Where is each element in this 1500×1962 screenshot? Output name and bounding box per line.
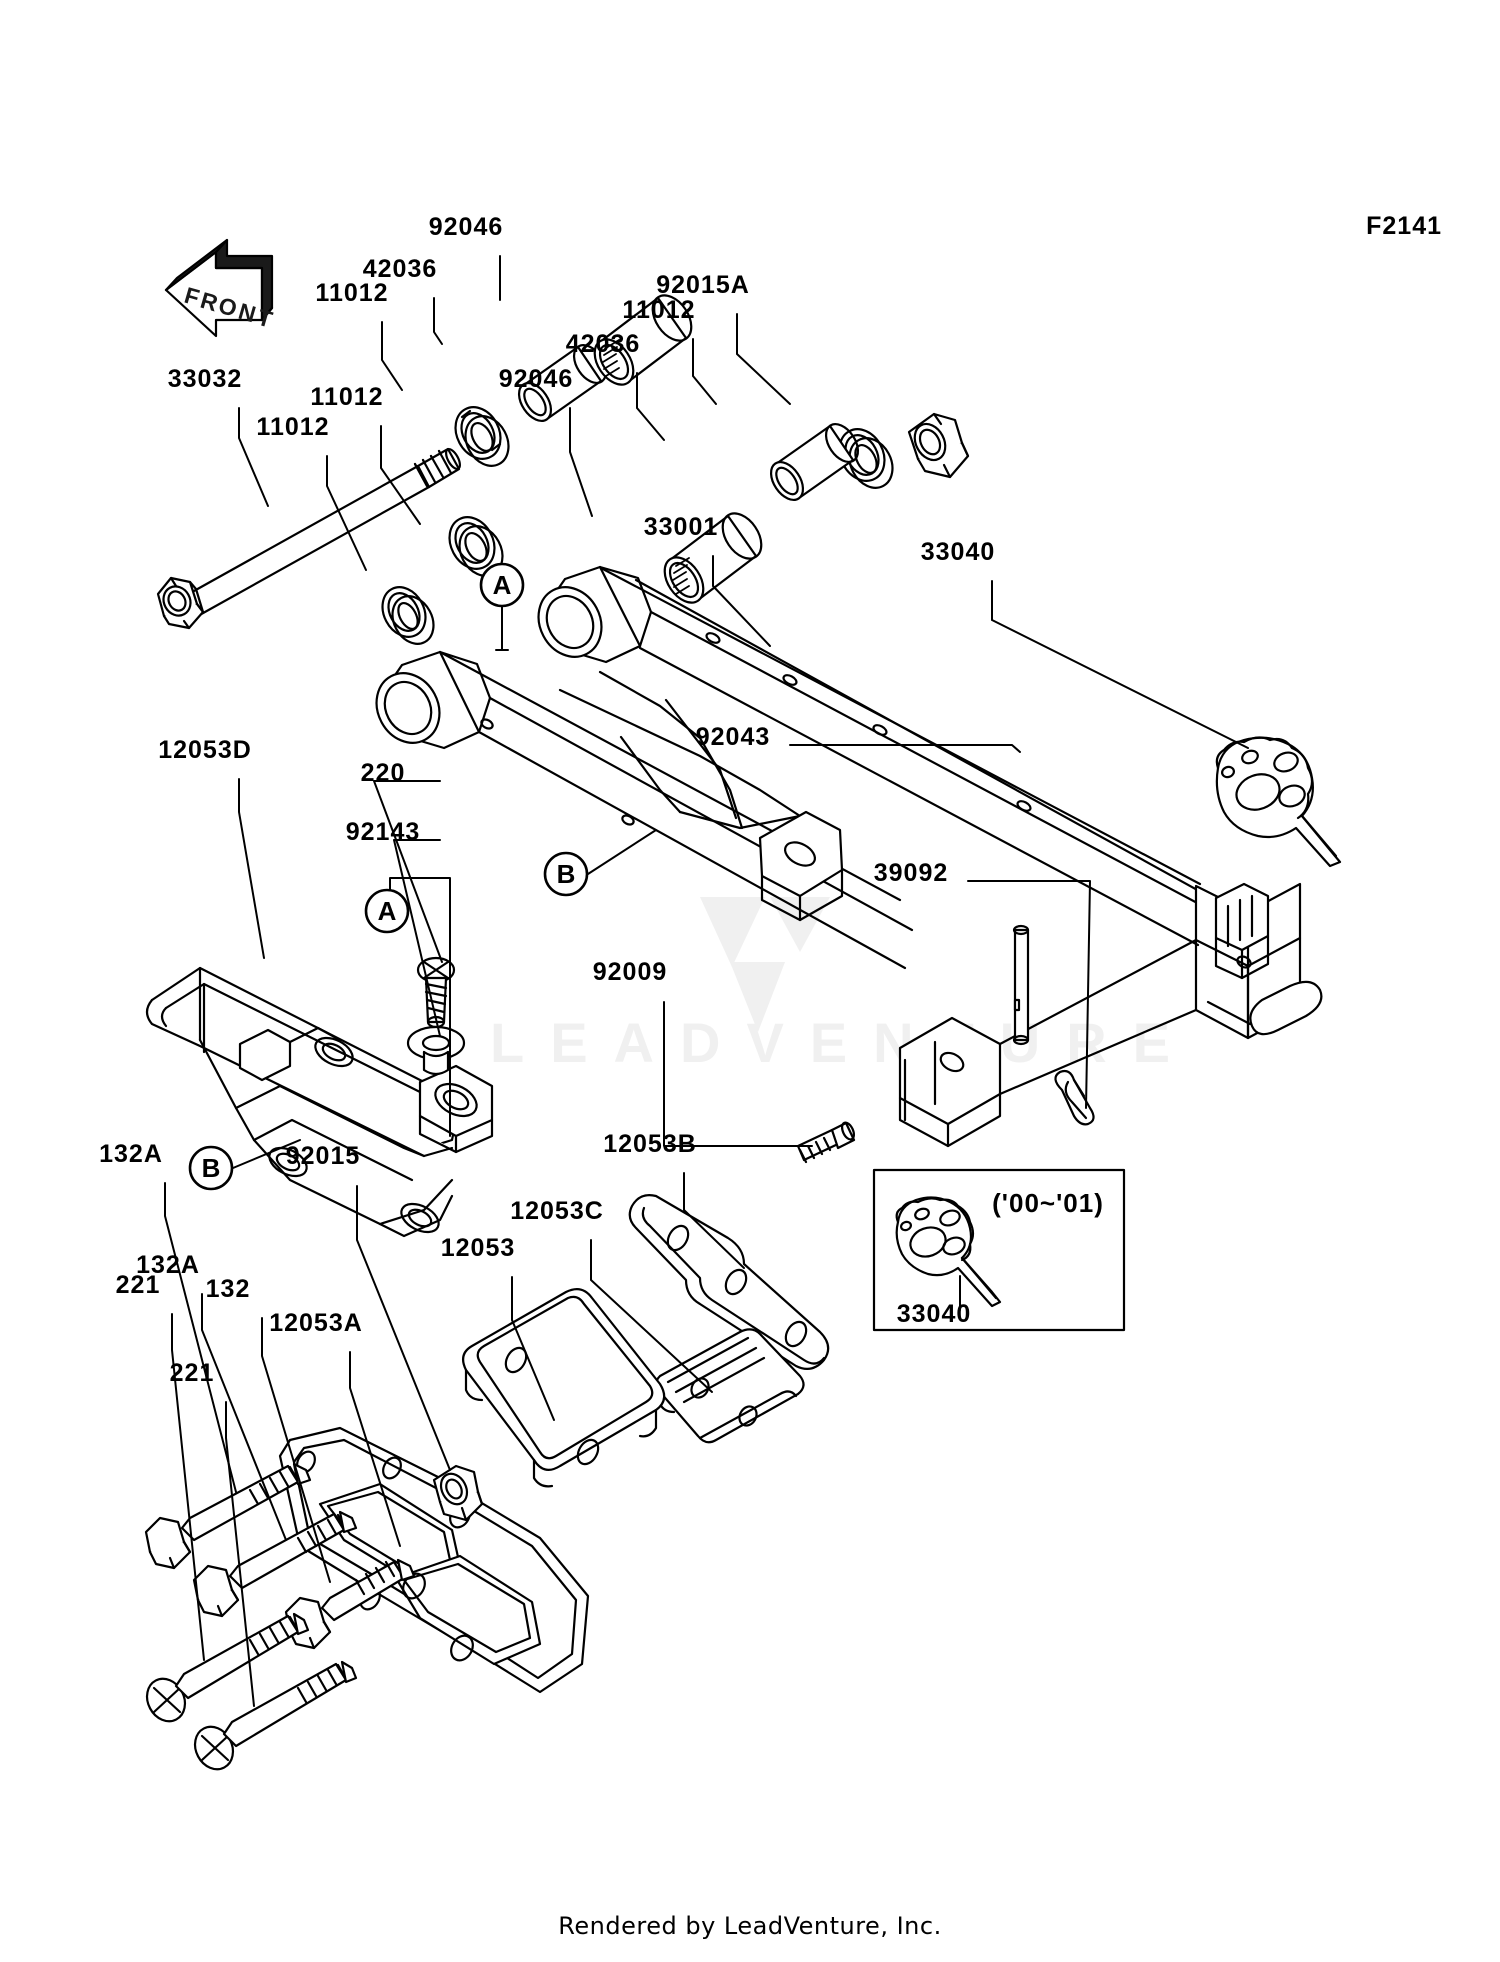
part-12053-chain-guide — [461, 1287, 666, 1488]
part-callout-label: 92009 — [593, 958, 668, 986]
part-callout-label: 12053B — [603, 1130, 697, 1158]
inset-year-label: ('00~'01) — [992, 1188, 1104, 1218]
part-33001-swingarm — [375, 565, 1323, 1148]
part-221-screw-1 — [145, 1612, 310, 1723]
part-callout-label: 92015 — [286, 1142, 361, 1170]
part-callout-label: 33001 — [644, 513, 719, 541]
part-42036-collar-left — [517, 344, 608, 422]
footer-attribution: Rendered by LeadVenture, Inc. — [558, 1912, 942, 1940]
svg-text:('00~'01): ('00~'01) — [992, 1188, 1104, 1218]
svg-text:N: N — [236, 298, 259, 328]
part-callout-label: 132 — [206, 1275, 251, 1303]
reference-bubble-label: B — [202, 1153, 221, 1183]
part-12053A-bracket — [278, 1426, 590, 1694]
part-callout-label: 92015A — [656, 271, 750, 299]
part-callout-label: 11012 — [256, 413, 329, 441]
part-92046-needle-bearing-left — [593, 294, 693, 386]
part-callout-label: 12053C — [510, 1197, 604, 1225]
front-arrow-icon: F R O N T — [164, 238, 276, 338]
part-callout-label: 12053D — [158, 736, 252, 764]
part-callout-label: 132A — [136, 1251, 200, 1279]
part-callout-label: 92046 — [499, 365, 574, 393]
svg-text:T: T — [255, 304, 276, 333]
inset-part-number-label: 33040 — [897, 1300, 972, 1328]
part-callout-label: 92046 — [429, 213, 504, 241]
reference-bubble-lines — [232, 606, 657, 1169]
part-callout-label: 221 — [170, 1359, 215, 1387]
reference-bubble-label: A — [493, 570, 512, 600]
part-callout-label: 221 — [116, 1271, 161, 1299]
part-12053D-chain-slider — [145, 966, 494, 1238]
part-39092-clip — [1054, 1069, 1095, 1126]
part-92043-pin — [1012, 924, 1030, 1046]
part-callout-label: 42036 — [566, 330, 641, 358]
part-callout-label: 33040 — [921, 538, 996, 566]
leader-lines — [164, 255, 1249, 1707]
part-11012-seal-c — [448, 516, 504, 577]
reference-bubble: B — [543, 851, 589, 897]
svg-text:33040: 33040 — [897, 1300, 972, 1328]
reference-bubble: B — [188, 1145, 234, 1191]
part-11012-seal-d — [381, 586, 435, 645]
part-33040-chain-adjuster — [1215, 736, 1342, 868]
part-callout-label: 11012 — [315, 279, 388, 307]
part-12053B-chain-guard — [628, 1194, 830, 1371]
reference-bubble: A — [364, 888, 410, 934]
part-callout-label: 42036 — [363, 255, 438, 283]
part-33032-pivot-shaft — [156, 447, 461, 630]
svg-text:R: R — [198, 287, 222, 317]
part-callout-label: 12053 — [441, 1234, 516, 1262]
part-callout-label: 11012 — [310, 383, 383, 411]
part-92009-screw — [796, 1121, 856, 1164]
part-11012-seal-a — [454, 406, 510, 467]
part-callout-label: 39092 — [874, 859, 949, 887]
diagram-reference-code: F2141 — [1366, 212, 1442, 240]
reference-bubble-label: A — [378, 896, 397, 926]
part-callout-label: 220 — [361, 759, 406, 787]
part-42036-collar-right — [769, 423, 860, 501]
part-12053C-pad — [654, 1328, 805, 1444]
part-callout-label: 92043 — [696, 723, 771, 751]
part-callout-label: 12053A — [269, 1309, 363, 1337]
svg-text:F: F — [182, 282, 203, 311]
part-callout-label: 11012 — [622, 296, 695, 324]
part-callout-label: 33032 — [168, 365, 243, 393]
part-92015-nut — [432, 1464, 484, 1522]
part-33040-inset-chain-adjuster — [895, 1196, 1002, 1308]
part-221-screw-2 — [193, 1660, 358, 1771]
part-callout-label: 92143 — [346, 818, 421, 846]
part-callout-label: 132A — [99, 1140, 163, 1168]
reference-bubble: A — [479, 562, 525, 608]
part-92015A-nut — [907, 412, 970, 479]
reference-bubble-label: B — [557, 859, 576, 889]
